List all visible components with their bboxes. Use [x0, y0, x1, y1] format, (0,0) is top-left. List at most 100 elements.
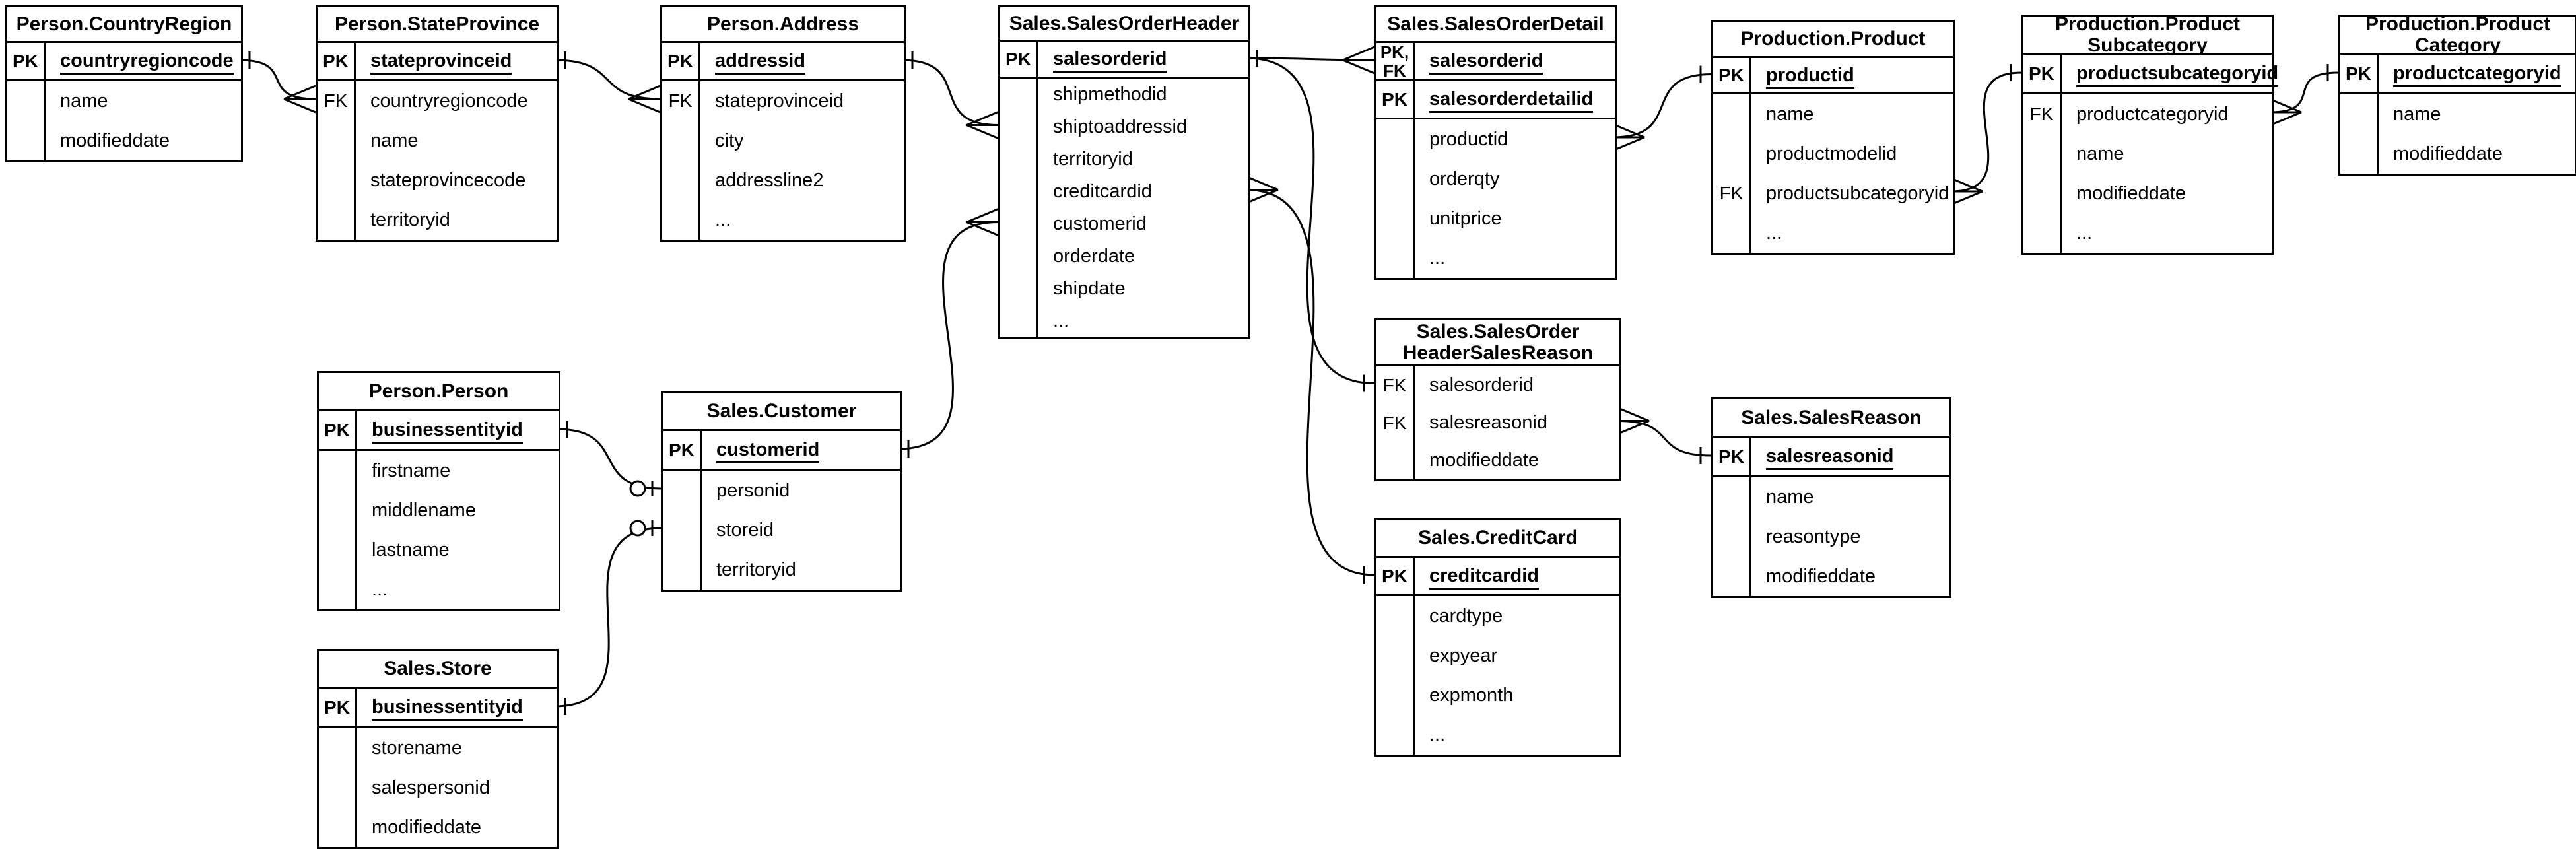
edge-production-product-production-productsubcategory-many-marker: [1950, 177, 1983, 193]
edge-sales-store-sales-customer: [554, 527, 662, 708]
edge-production-product-production-productsubcategory: [1950, 71, 2022, 193]
field-name: modifieddate: [1751, 566, 1876, 588]
primary-key-field: productid: [1766, 64, 1854, 89]
key-label: [662, 160, 700, 200]
field: salespersonid: [372, 776, 490, 798]
table-row-modifieddate: modifieddate: [319, 807, 557, 847]
field-name: stateprovinceid: [356, 50, 512, 75]
field-name: ...: [1415, 248, 1445, 269]
key-label: PK: [1376, 558, 1415, 594]
table-title: Person.CountryRegion: [7, 7, 241, 43]
key-label: [1713, 517, 1751, 557]
table-row-creditcardid: creditcardid: [1000, 176, 1248, 208]
key-label: PK: [319, 411, 357, 449]
field: modifieddate: [60, 129, 170, 151]
field: orderdate: [1053, 246, 1135, 267]
edge-production-product-production-productsubcategory-many-marker: [1950, 190, 1983, 206]
table-row-stateprovincecode: stateprovincecode: [318, 160, 557, 200]
edge-sales-customer-sales-salesorderheader-many-marker: [966, 221, 999, 236]
field: storename: [372, 737, 463, 759]
table-title: Production.Product Category: [2340, 13, 2575, 55]
field-name: territoryid: [1038, 149, 1133, 170]
table-row-shiptoaddressid: shiptoaddressid: [1000, 111, 1248, 143]
key-label: [1000, 240, 1038, 273]
key-label: [7, 81, 46, 121]
field: middlename: [372, 499, 476, 521]
edge-person-stateprovince-person-address-many-marker: [628, 85, 661, 100]
key-label: [1000, 176, 1038, 208]
table-title: Person.Person: [319, 373, 559, 411]
key-label: [319, 728, 357, 768]
table-title: Sales.Customer: [663, 393, 900, 431]
key-label: [2023, 134, 2062, 174]
table-row-: ...: [1713, 213, 1953, 253]
field-name: productid: [1751, 64, 1854, 89]
key-label: [1376, 238, 1415, 278]
table-title: Sales.SalesOrder HeaderSalesReason: [1376, 320, 1619, 366]
field-name: productcategoryid: [2379, 63, 2561, 87]
field-name: name: [1751, 487, 1814, 508]
key-label: [1713, 134, 1751, 174]
table-title: Person.StateProvince: [318, 7, 557, 43]
key-label: PK: [1713, 58, 1751, 92]
field: shipdate: [1053, 278, 1126, 299]
table-row-name: name: [2340, 94, 2575, 134]
field-name: lastname: [357, 539, 450, 561]
table-title: Production.Product: [1713, 22, 1953, 58]
field-name: ...: [700, 209, 731, 231]
field-name: productsubcategoryid: [1751, 183, 1949, 205]
key-label: PK, FK: [1376, 43, 1415, 80]
edge-sales-salesorderheader-sales-creditcard-many-marker: [1246, 176, 1279, 191]
field-name: name: [1751, 104, 1814, 125]
table-row-modifieddate: modifieddate: [2023, 174, 2272, 213]
field: reasontype: [1766, 526, 1861, 547]
table-row-modifieddate: modifieddate: [7, 121, 241, 160]
table-row-personid: personid: [663, 471, 900, 510]
field: territoryid: [370, 209, 450, 230]
table-row-: ...: [662, 200, 904, 240]
edge-person-stateprovince-person-address-many-marker: [628, 98, 661, 114]
field: ...: [372, 578, 388, 600]
edge-production-productsubcategory-production-productcategory-many-marker: [2269, 111, 2302, 127]
table-row-storename: storename: [319, 728, 557, 768]
key-label: FK: [662, 81, 700, 121]
field-name: salesreasonid: [1751, 446, 1894, 470]
field-name: storeid: [702, 520, 774, 541]
key-label: [1376, 636, 1415, 675]
key-label: [663, 471, 702, 510]
edge-sales-customer-sales-salesorderheader-many-marker: [966, 208, 999, 223]
key-label: [318, 200, 356, 240]
key-label: [1000, 305, 1038, 337]
edge-sales-store-sales-customer-zero-circle: [629, 520, 646, 537]
field: modifieddate: [372, 816, 482, 838]
field-name: firstname: [357, 460, 450, 482]
field-name: cardtype: [1415, 605, 1503, 627]
field-name: stateprovincecode: [356, 170, 525, 191]
key-label: [1376, 596, 1415, 636]
field-name: modifieddate: [2379, 143, 2503, 165]
key-label: PK: [1000, 42, 1038, 77]
key-label: [1376, 715, 1415, 755]
field-name: salesorderdetailid: [1415, 88, 1594, 113]
key-label: PK: [663, 431, 702, 469]
edge-person-address-sales-salesorderheader-many-marker: [966, 124, 999, 139]
field-name: modifieddate: [46, 130, 170, 152]
field-name: modifieddate: [1415, 450, 1539, 471]
field-name: productsubcategoryid: [2062, 63, 2279, 87]
edge-sales-salesorderdetail-production-product-many-marker: [1612, 123, 1645, 139]
table-row-shipdate: shipdate: [1000, 273, 1248, 305]
field-name: countryregioncode: [356, 90, 528, 112]
table-title: Sales.SalesReason: [1713, 399, 1949, 438]
key-label: [1376, 199, 1415, 238]
edge-sales-salesorderheadersalesreason-sales-salesreason: [1617, 420, 1712, 457]
